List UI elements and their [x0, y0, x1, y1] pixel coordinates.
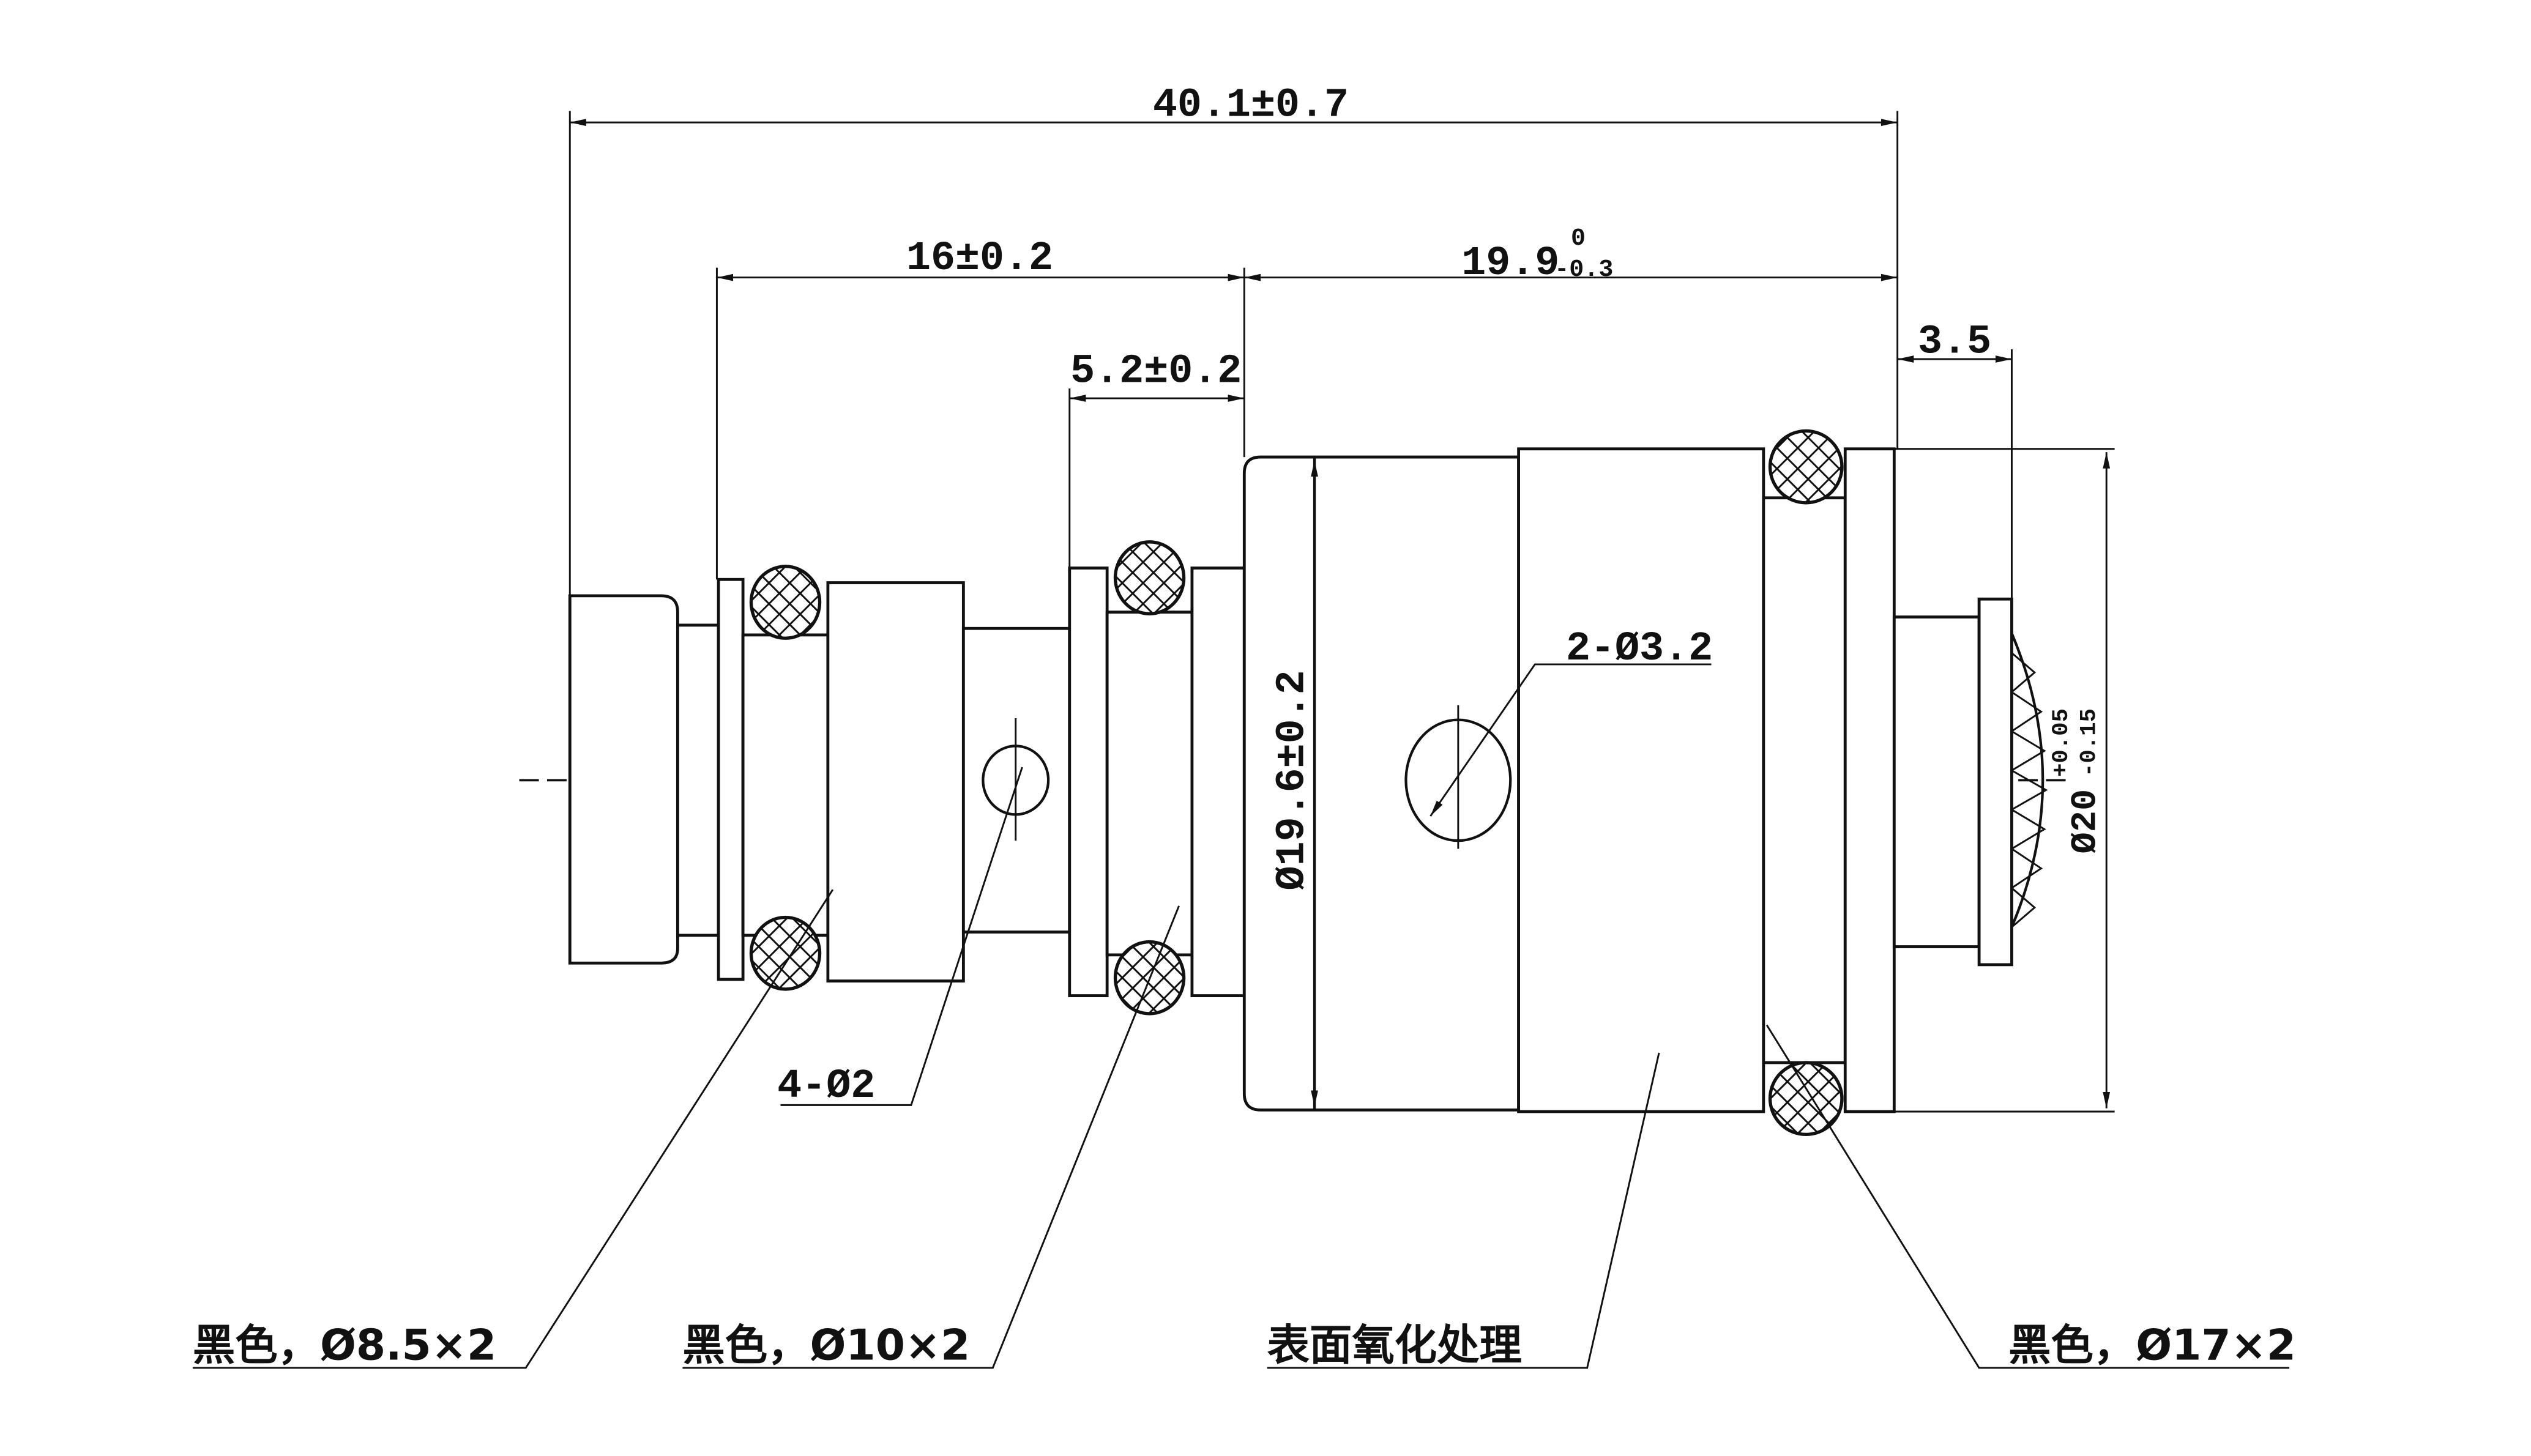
dim-overall-label: 40.1±0.7 — [1153, 82, 1349, 128]
oring-medium-top — [1113, 540, 1186, 615]
rear-flange — [1843, 447, 1896, 1113]
dim-end-diameter-label: Ø20 — [2065, 789, 2106, 854]
dim-rear-upper-tol: 0 — [1571, 225, 1586, 253]
middle-flange — [1068, 566, 1109, 997]
callout-oring-medium-label: 黑色，Ø10×2 — [682, 1321, 970, 1370]
callout-oring-small: 黑色，Ø8.5×2 — [192, 889, 834, 1370]
large-holes-label: 2-Ø3.2 — [1566, 626, 1713, 672]
callout-oring-small-label: 黑色，Ø8.5×2 — [193, 1321, 496, 1370]
dim-body-diameter-label: Ø19.6±0.2 — [1269, 670, 1316, 890]
dimension-body-diameter: Ø19.6±0.2 — [1269, 460, 1318, 1107]
dim-rear-label: 19.9 — [1461, 240, 1559, 287]
dimension-groove: 5.2±0.2 — [1068, 348, 1245, 568]
leader-large-holes: 2-Ø3.2 — [1430, 626, 1713, 817]
callout-surface-treatment-label: 表面氧化处理 — [1267, 1321, 1522, 1370]
dimension-front: 16±0.2 — [715, 236, 1245, 580]
dimension-rear: 19.9 0 -0.3 — [1244, 225, 1898, 287]
small-holes-label: 4-Ø2 — [777, 1063, 875, 1110]
leader-small-holes: 4-Ø2 — [777, 767, 1023, 1110]
left-flange — [717, 578, 745, 981]
oring-large-bottom — [1768, 1061, 1844, 1137]
oring-seat-3 — [1762, 496, 1847, 1064]
oring-seat-1 — [741, 633, 830, 937]
oring-large-top — [1768, 429, 1844, 505]
callout-surface-treatment: 表面氧化处理 — [1267, 1052, 1660, 1370]
callout-oring-large-label: 黑色，Ø17×2 — [2008, 1321, 2296, 1370]
dim-rear-lower-tol: -0.3 — [1554, 256, 1613, 284]
dim-front-label: 16±0.2 — [906, 236, 1053, 282]
oring-small-top — [749, 565, 822, 640]
dim-groove-label: 5.2±0.2 — [1070, 348, 1242, 395]
left-neck — [676, 623, 720, 937]
body-second-block — [1517, 447, 1765, 1113]
rear-stub — [1892, 615, 1981, 948]
oring-seat-2 — [1105, 611, 1194, 957]
front-block — [826, 581, 965, 982]
knurled-dome — [2010, 633, 2045, 928]
knurl-pattern — [2010, 652, 2048, 928]
dimension-end-diameter: Ø20 +0.05 -0.15 — [1894, 448, 2115, 1113]
dim-end-diameter-upper-tol: +0.05 — [2049, 708, 2074, 777]
end-disc — [1977, 597, 2013, 967]
callout-oring-medium: 黑色，Ø10×2 — [682, 905, 1180, 1370]
dim-end-diameter-lower-tol: -0.15 — [2077, 708, 2103, 777]
dimension-overall: 40.1±0.7 — [568, 82, 1899, 596]
left-end-cap — [568, 594, 679, 965]
dimension-cap-offset: 3.5 — [1897, 319, 2013, 600]
rear-block-small — [1190, 566, 1246, 997]
oring-small-bottom — [749, 915, 822, 991]
dim-cap-offset-label: 3.5 — [1918, 319, 1991, 365]
callout-oring-large: 黑色，Ø17×2 — [1765, 1024, 2296, 1370]
